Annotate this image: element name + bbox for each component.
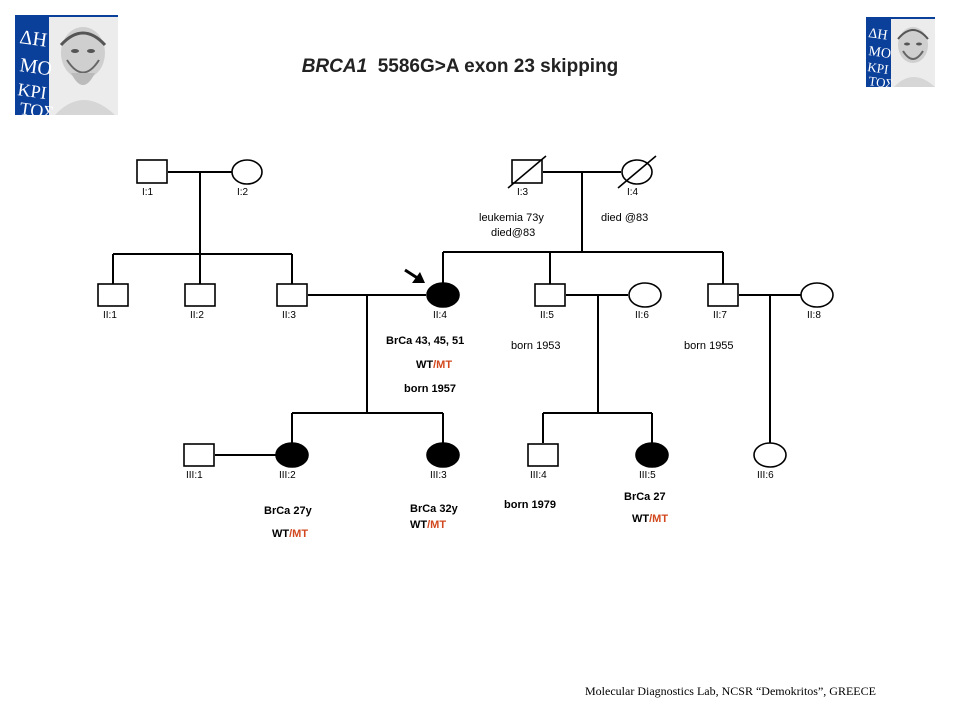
deceased-mark-I4 (617, 155, 657, 189)
individual-II8-female (800, 282, 834, 308)
genotype-sep: / (427, 519, 431, 531)
individual-I1-male (136, 159, 168, 184)
annotation-I4-death: died @83 (601, 212, 649, 224)
relationship-lines (112, 171, 801, 456)
annotation-II4-cancer: BrCa 43, 45, 51 (386, 335, 465, 347)
label-III2: III:2 (279, 470, 296, 481)
label-II2: II:2 (190, 310, 204, 321)
svg-text:ΚΡΙ: ΚΡΙ (867, 59, 890, 77)
demokritos-bust-icon: ΔΗ ΜΟ ΚΡΙ ΤΟΣ (15, 15, 118, 115)
genotype-wt: WT (632, 513, 650, 525)
label-II3: II:3 (282, 310, 296, 321)
svg-text:ΤΟΣ: ΤΟΣ (868, 73, 895, 87)
individual-III2-female-affected (275, 442, 309, 468)
footer-credit: Molecular Diagnostics Lab, NCSR “Demokri… (585, 684, 876, 698)
label-III3: III:3 (430, 470, 447, 481)
annotation-II5-born: born 1953 (511, 340, 561, 352)
label-II8: II:8 (807, 310, 821, 321)
svg-text:ΜΟ: ΜΟ (18, 54, 53, 80)
genotype-mt: MT (652, 513, 669, 525)
label-III6: III:6 (757, 470, 774, 481)
annotation-III3-cancer: BrCa 32y (410, 503, 458, 515)
individual-II6-female (628, 282, 662, 308)
individual-II4-female-affected-proband (426, 282, 460, 308)
genotype-sep: / (649, 513, 653, 525)
individual-II7-male (707, 283, 739, 307)
annotation-III5-cancer: BrCa 27 (624, 491, 666, 503)
label-I4: I:4 (627, 187, 639, 198)
annotation-I3-death: died@83 (491, 227, 536, 239)
label-III1: III:1 (186, 470, 203, 481)
label-II6: II:6 (635, 310, 649, 321)
individual-III5-female-affected (635, 442, 669, 468)
genotype-III5: WT/MT (632, 513, 668, 526)
svg-text:ΜΟ: ΜΟ (867, 44, 891, 62)
genotype-mt: MT (436, 359, 453, 371)
genotype-III2: WT/MT (272, 528, 308, 541)
genotype-wt: WT (410, 519, 428, 531)
individual-III1-male (183, 443, 215, 467)
label-I2: I:2 (237, 187, 249, 198)
label-III4: III:4 (530, 470, 547, 481)
annotation-III4-born: born 1979 (504, 499, 556, 511)
individual-II5-male (534, 283, 566, 307)
individual-III4-male (527, 443, 559, 467)
genotype-sep: / (433, 359, 437, 371)
individual-III3-female-affected (426, 442, 460, 468)
individual-II2-male (184, 283, 216, 307)
label-I1: I:1 (142, 187, 154, 198)
demokritos-logo-left: ΔΗ ΜΟ ΚΡΙ ΤΟΣ (15, 15, 118, 115)
label-II7: II:7 (713, 310, 727, 321)
genotype-wt: WT (272, 528, 290, 540)
individual-II3-male (276, 283, 308, 307)
demokritos-logo-right: ΔΗ ΜΟ ΚΡΙ ΤΟΣ (866, 17, 935, 87)
label-II1: II:1 (103, 310, 117, 321)
variant-name: 5586G>A exon 23 skipping (377, 56, 619, 77)
svg-text:ΤΟΣ: ΤΟΣ (18, 98, 55, 115)
genotype-II4: WT/MT (416, 359, 452, 372)
label-III5: III:5 (639, 470, 656, 481)
demokritos-bust-icon: ΔΗ ΜΟ ΚΡΙ ΤΟΣ (866, 17, 935, 87)
label-II4: II:4 (433, 310, 447, 321)
genotype-sep: / (289, 528, 293, 540)
gene-name: BRCA1 (301, 56, 368, 77)
annotation-I3-diagnosis: leukemia 73y (479, 212, 544, 224)
proband-arrow-icon (404, 268, 425, 283)
svg-text:ΔΗ: ΔΗ (18, 26, 48, 52)
genotype-mt: MT (430, 519, 447, 531)
genotype-wt: WT (416, 359, 434, 371)
genotype-III3: WT/MT (410, 519, 446, 532)
label-I3: I:3 (517, 187, 529, 198)
label-II5: II:5 (540, 310, 554, 321)
individual-III6-female (753, 442, 787, 468)
genotype-mt: MT (292, 528, 309, 540)
deceased-mark-I3 (507, 155, 547, 189)
annotation-II7-born: born 1955 (684, 340, 734, 352)
individual-II1-male (97, 283, 129, 307)
annotation-II4-born: born 1957 (404, 383, 456, 395)
svg-text:ΚΡΙ: ΚΡΙ (16, 79, 48, 103)
svg-text:ΔΗ: ΔΗ (867, 26, 888, 44)
page-title: BRCA1 5586G>A exon 23 skipping (0, 56, 920, 78)
individual-I2-female (231, 159, 263, 185)
annotation-III2-cancer: BrCa 27y (264, 505, 312, 517)
